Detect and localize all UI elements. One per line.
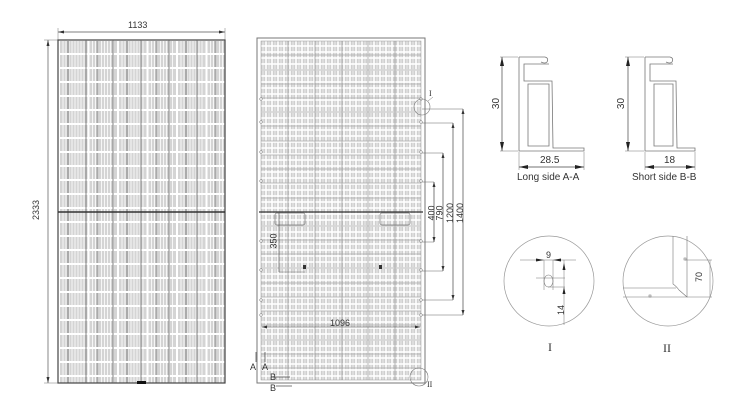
section-A-label: A bbox=[250, 362, 257, 372]
detail-I-caption: I bbox=[548, 340, 552, 354]
long-side-caption: Long side A-A bbox=[517, 172, 580, 183]
short-width-label: 18 bbox=[664, 155, 676, 166]
section-A-label-2: A bbox=[262, 362, 269, 372]
detail-II-height-label: 70 bbox=[694, 271, 705, 283]
short-side-caption: Short side B-B bbox=[632, 172, 697, 183]
section-B-label-2: B bbox=[270, 383, 277, 393]
detail-II-marker: II bbox=[427, 380, 433, 389]
detail-II-caption: II bbox=[663, 341, 671, 355]
detail-I-width-label: 9 bbox=[546, 250, 552, 260]
hole-width-label: 1096 bbox=[330, 318, 351, 328]
front-width-label: 1133 bbox=[128, 20, 148, 30]
long-width-label: 28.5 bbox=[540, 155, 560, 166]
detail-I-marker: I bbox=[429, 89, 432, 98]
section-B-label: B bbox=[270, 372, 277, 382]
